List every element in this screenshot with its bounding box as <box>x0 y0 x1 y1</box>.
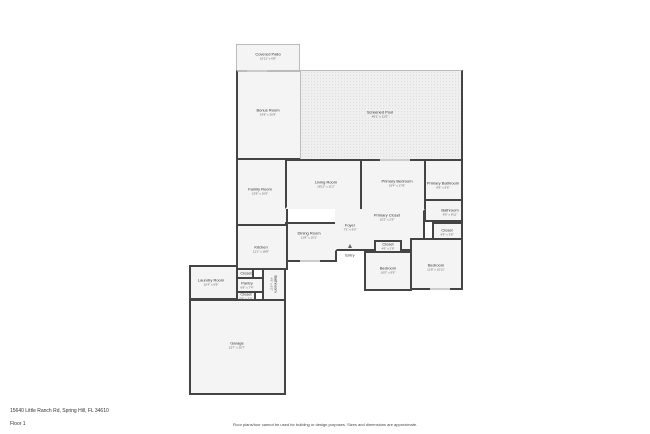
bonus-room <box>236 70 302 160</box>
window <box>300 260 320 262</box>
disclaimer: Floor plans/tour cannot be used for buil… <box>232 422 418 427</box>
primary-bathroom <box>424 159 463 201</box>
bedroom-2 <box>410 238 463 290</box>
address: 15640 Little Ranch Rd, Spring Hill, FL 3… <box>10 408 109 414</box>
window <box>380 159 410 161</box>
kitchen <box>236 224 288 270</box>
bathroom-1 <box>424 199 463 222</box>
dining-room <box>285 222 337 262</box>
primary-bedroom <box>360 159 426 213</box>
living-room <box>285 159 362 209</box>
garage <box>189 299 286 395</box>
bedroom-1 <box>364 251 412 291</box>
floor-label: Floor 1 <box>10 421 26 427</box>
screened-pool <box>300 70 463 161</box>
covered-patio <box>236 44 300 71</box>
entry-arrow-icon <box>348 244 352 248</box>
window <box>430 288 450 290</box>
bathroom-2 <box>262 268 286 301</box>
laundry-room <box>189 265 238 300</box>
entry-label: Entry <box>345 252 355 258</box>
family-room <box>236 158 288 226</box>
window <box>247 70 267 72</box>
